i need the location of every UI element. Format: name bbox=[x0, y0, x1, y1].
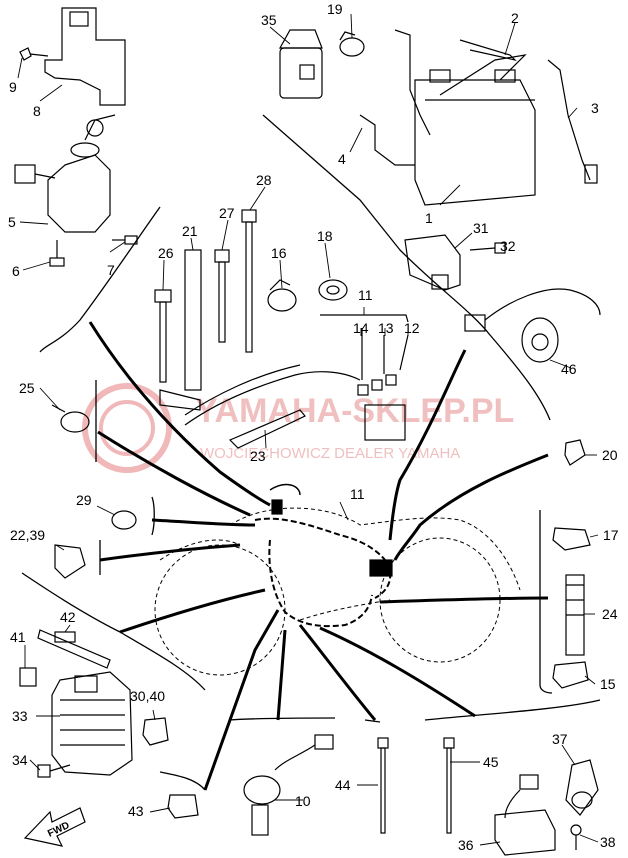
callout-6: 6 bbox=[12, 263, 20, 279]
callout-44: 44 bbox=[335, 777, 351, 793]
callout-32: 32 bbox=[500, 238, 516, 254]
callout-11-harness: 11 bbox=[350, 486, 365, 502]
wire-harness-11 bbox=[184, 314, 409, 441]
screw-7 bbox=[112, 235, 138, 245]
watermark-subtitle: WOJCIECHOWICZ DEALER YAMAHA bbox=[200, 445, 460, 462]
main-switch-5 bbox=[14, 114, 116, 233]
protector-24 bbox=[565, 574, 585, 656]
callout-19: 19 bbox=[327, 1, 343, 17]
callout-31: 31 bbox=[473, 220, 489, 236]
sensor-10 bbox=[243, 734, 334, 836]
clip-20 bbox=[564, 439, 586, 466]
bracket-8 bbox=[44, 7, 126, 106]
callout-41: 41 bbox=[10, 629, 26, 645]
bolt-9 bbox=[19, 47, 49, 61]
clip-15 bbox=[552, 661, 589, 689]
clip-22 bbox=[54, 544, 86, 579]
sensor-36 bbox=[494, 774, 556, 856]
callout-28: 28 bbox=[256, 172, 272, 188]
cable-tie-23 bbox=[228, 409, 306, 449]
battery-lead-4 bbox=[359, 29, 431, 166]
clip-43 bbox=[167, 794, 199, 819]
forward-arrow-icon bbox=[23, 807, 86, 847]
clip-17 bbox=[552, 527, 591, 551]
clip-41 bbox=[19, 667, 37, 687]
battery-1 bbox=[414, 54, 536, 206]
bolt-32 bbox=[469, 242, 506, 254]
watermark-logo bbox=[82, 383, 172, 473]
callout-2: 2 bbox=[511, 10, 519, 26]
callout-26: 26 bbox=[158, 245, 174, 261]
wire-harness bbox=[254, 483, 393, 628]
clip-30-40 bbox=[142, 717, 169, 746]
callout-42: 42 bbox=[60, 609, 76, 625]
cable-tie-27 bbox=[214, 249, 230, 343]
clip-29 bbox=[111, 510, 137, 530]
callout-35: 35 bbox=[261, 12, 277, 28]
callout-36: 36 bbox=[458, 837, 474, 853]
callout-5: 5 bbox=[8, 214, 16, 230]
callout-37: 37 bbox=[552, 731, 568, 747]
band-42 bbox=[37, 629, 111, 669]
cable-tie-26 bbox=[154, 289, 172, 383]
callout-29: 29 bbox=[76, 492, 92, 508]
relay-31 bbox=[404, 234, 461, 291]
callout-4: 4 bbox=[338, 151, 346, 167]
callout-45: 45 bbox=[483, 754, 499, 770]
callout-27: 27 bbox=[219, 205, 235, 221]
callout-22-39: 22,39 bbox=[10, 527, 45, 543]
callout-23: 23 bbox=[250, 448, 266, 464]
cable-tie-45 bbox=[443, 737, 455, 834]
cover-37 bbox=[565, 759, 599, 816]
bolt-34 bbox=[37, 764, 71, 778]
relay-35 bbox=[278, 29, 323, 99]
callout-21: 21 bbox=[182, 223, 198, 239]
callout-9: 9 bbox=[9, 79, 17, 95]
bolt-6 bbox=[49, 240, 65, 267]
callout-labels: 1 2 3 4 5 6 7 8 9 10 11 11 12 13 14 15 1… bbox=[8, 1, 619, 853]
callout-24: 24 bbox=[602, 606, 618, 622]
callout-16: 16 bbox=[271, 245, 287, 261]
callout-8: 8 bbox=[33, 103, 41, 119]
leader-lines bbox=[88, 321, 549, 791]
motorcycle-outline bbox=[154, 507, 521, 676]
cable-tie-44 bbox=[377, 737, 389, 834]
callout-38: 38 bbox=[600, 834, 616, 850]
callout-10: 10 bbox=[295, 793, 311, 809]
callout-18: 18 bbox=[317, 228, 333, 244]
callout-15: 15 bbox=[600, 676, 616, 692]
rectifier-33 bbox=[51, 671, 133, 776]
callout-12: 12 bbox=[404, 320, 420, 336]
clamp-16 bbox=[267, 279, 297, 312]
callout-1: 1 bbox=[425, 210, 433, 226]
callout-20: 20 bbox=[602, 447, 618, 463]
clamp-18 bbox=[318, 279, 348, 301]
callout-leaders bbox=[17, 13, 599, 846]
callout-3: 3 bbox=[591, 100, 599, 116]
callout-7: 7 bbox=[107, 262, 115, 278]
callout-33: 33 bbox=[12, 708, 28, 724]
callout-17: 17 bbox=[603, 527, 619, 543]
callout-14: 14 bbox=[353, 320, 369, 336]
watermark: YAMAHA-SKLEP.PL WOJCIECHOWICZ DEALER YAM… bbox=[82, 383, 514, 473]
cable-tie-28 bbox=[241, 209, 257, 353]
callout-13: 13 bbox=[378, 320, 394, 336]
battery-band-2 bbox=[459, 39, 517, 62]
section-dividers bbox=[21, 114, 601, 791]
callout-34: 34 bbox=[12, 752, 28, 768]
watermark-title: YAMAHA-SKLEP.PL bbox=[195, 392, 514, 430]
callout-43: 43 bbox=[128, 803, 144, 819]
callout-46: 46 bbox=[561, 361, 577, 377]
callout-25: 25 bbox=[19, 380, 35, 396]
sensor-46 bbox=[464, 288, 601, 363]
callout-30-40: 30,40 bbox=[130, 688, 165, 704]
callout-11-top: 11 bbox=[358, 287, 373, 303]
screw-38 bbox=[570, 824, 582, 850]
battery-cable-3 bbox=[547, 59, 598, 184]
